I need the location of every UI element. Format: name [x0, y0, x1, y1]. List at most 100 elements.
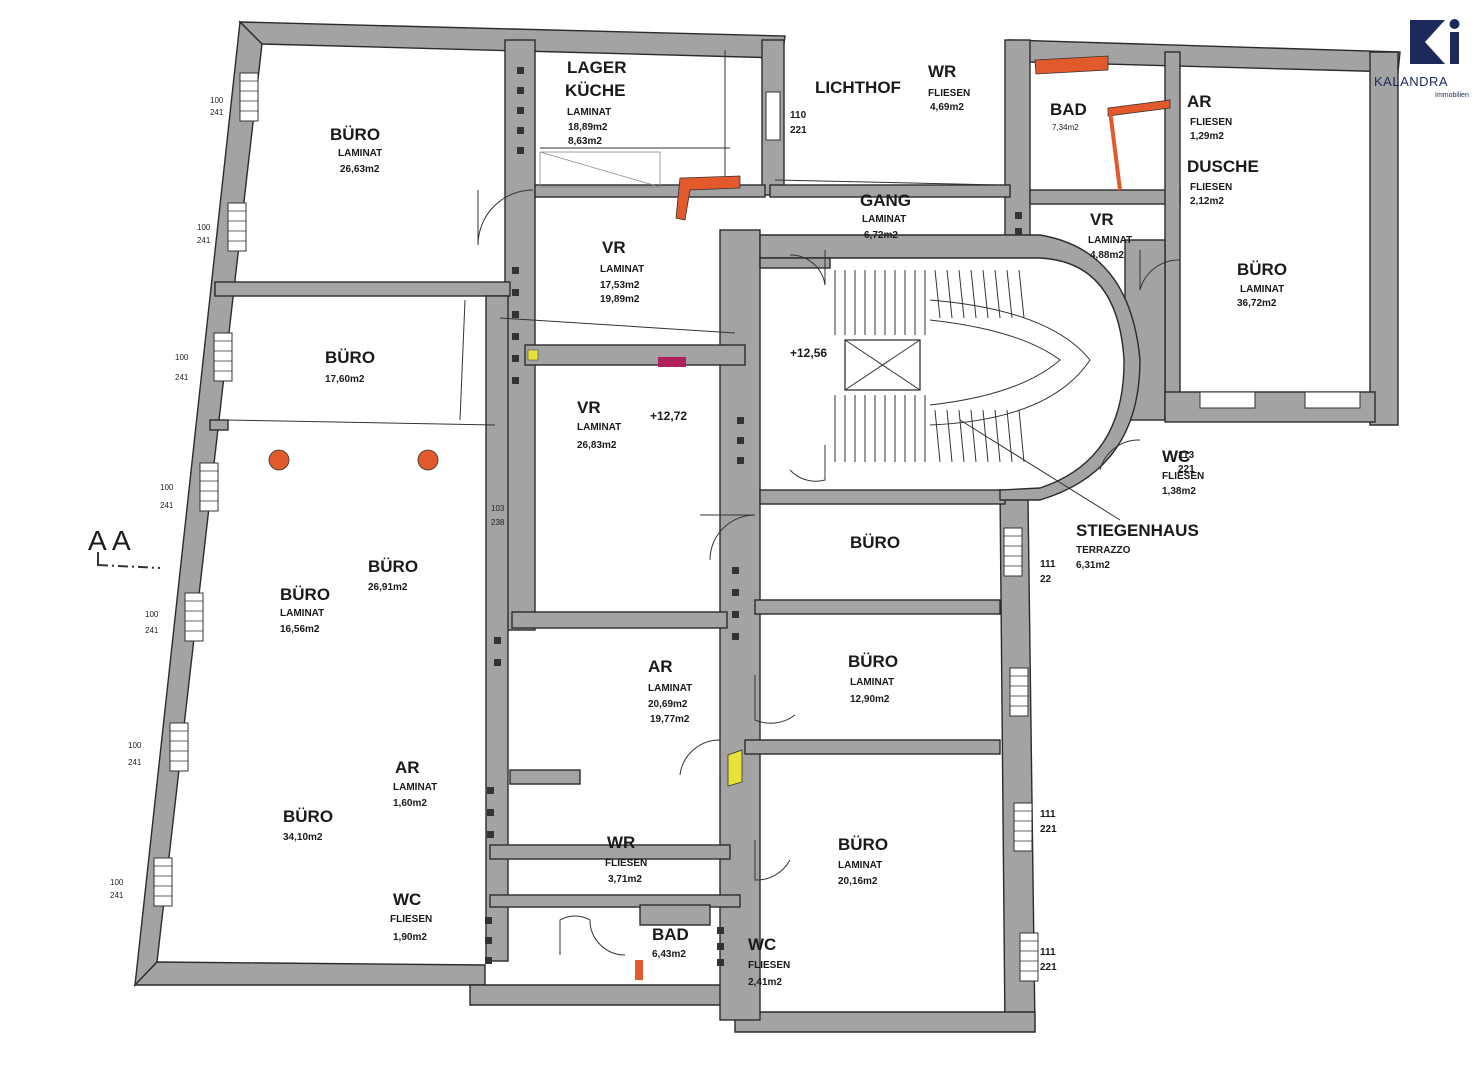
- room-name: AR: [395, 758, 420, 777]
- svg-text:111: 111: [1040, 559, 1056, 570]
- section-mark: A A: [88, 525, 161, 569]
- wall-marker: [517, 67, 524, 74]
- wall-marker: [487, 787, 494, 794]
- room-area: 36,72m2: [1237, 298, 1277, 309]
- wall-marker: [737, 437, 744, 444]
- room-area: 26,63m2: [340, 164, 380, 175]
- room-area: 6,72m2: [864, 230, 898, 241]
- wall-marker: [1015, 228, 1022, 235]
- wall-markers: [485, 67, 1022, 966]
- room-area: 3,71m2: [608, 874, 642, 885]
- wall-marker: [717, 959, 724, 966]
- wall-marker: [517, 147, 524, 154]
- room-floor: FLIESEN: [390, 914, 432, 925]
- room-name: WR: [607, 833, 635, 852]
- svg-text:241: 241: [197, 236, 211, 245]
- room-floor: LAMINAT: [1240, 284, 1284, 295]
- window: [169, 722, 189, 772]
- room-name: BÜRO: [1237, 260, 1287, 279]
- room-area: 4,69m2: [930, 102, 964, 113]
- room-area: 20,69m2: [648, 699, 688, 710]
- room-area: 6,43m2: [652, 949, 686, 960]
- doors: [477, 151, 1181, 956]
- room-floor: LAMINAT: [280, 608, 324, 619]
- wall-marker: [512, 333, 519, 340]
- svg-text:111: 111: [1040, 809, 1056, 820]
- window: [1009, 667, 1029, 717]
- window: [184, 592, 204, 642]
- wall-marker: [485, 957, 492, 964]
- wall-marker: [732, 633, 739, 640]
- room-name: BÜRO: [850, 533, 900, 552]
- room-name: LICHTHOF: [815, 78, 901, 97]
- room-area: 1,60m2: [393, 798, 427, 809]
- stair-tread: [958, 269, 965, 319]
- wall-marker: [517, 87, 524, 94]
- window: [239, 72, 259, 122]
- room-name: WC: [748, 935, 776, 954]
- room-area-2: 8,63m2: [568, 136, 602, 147]
- wall-marker: [517, 107, 524, 114]
- window: [1003, 527, 1023, 577]
- room-area: 18,89m2: [568, 122, 608, 133]
- room-area: 1,90m2: [393, 932, 427, 943]
- room-name: BÜRO: [283, 807, 333, 826]
- svg-text:241: 241: [110, 891, 124, 900]
- room-name: GANG: [860, 191, 911, 210]
- wall-marker: [732, 567, 739, 574]
- room-name: BÜRO: [368, 557, 418, 576]
- stair-tread: [1006, 269, 1013, 319]
- svg-text:100: 100: [110, 878, 124, 887]
- svg-text:241: 241: [128, 758, 142, 767]
- room-name: WC: [1162, 447, 1190, 466]
- room-name: STIEGENHAUS: [1076, 521, 1199, 540]
- level-mark: +12,56: [790, 346, 827, 360]
- wall-marker: [494, 637, 501, 644]
- stair-tread: [934, 269, 941, 319]
- room-name: VR: [577, 398, 601, 417]
- room-name: BÜRO: [330, 125, 380, 144]
- svg-text:110: 110: [790, 110, 807, 121]
- wall-marker: [717, 943, 724, 950]
- room-name: DUSCHE: [1187, 157, 1259, 176]
- level-mark: +12,72: [650, 409, 687, 423]
- room-area: 1,38m2: [1162, 486, 1196, 497]
- room-name: BAD: [652, 925, 689, 944]
- svg-text:100: 100: [210, 96, 224, 105]
- svg-text:238: 238: [491, 518, 505, 527]
- svg-text:100: 100: [128, 741, 142, 750]
- stair-tread: [970, 269, 977, 319]
- stair-tread: [946, 409, 953, 463]
- window: [765, 91, 781, 141]
- room-area: 4,88m2: [1090, 250, 1124, 261]
- window: [1199, 391, 1256, 409]
- room-name: VR: [1090, 210, 1114, 229]
- room-floor: LAMINAT: [577, 422, 621, 433]
- wall-marker: [517, 127, 524, 134]
- svg-text:241: 241: [160, 501, 174, 510]
- room-area: 26,91m2: [368, 582, 408, 593]
- svg-text:100: 100: [145, 610, 159, 619]
- room-floor: FLIESEN: [1190, 117, 1232, 128]
- room-floor: FLIESEN: [605, 858, 647, 869]
- room-floor: LAMINAT: [850, 677, 894, 688]
- room-floor: LAMINAT: [600, 264, 644, 275]
- stair-tread: [994, 269, 1001, 319]
- svg-text:221: 221: [1178, 464, 1195, 475]
- stair-tread: [1018, 269, 1025, 319]
- wall-marker: [737, 417, 744, 424]
- stair-tread: [994, 409, 1001, 463]
- room-area: 1,29m2: [1190, 131, 1224, 142]
- room-floor: LAMINAT: [862, 214, 906, 225]
- room-floor: LAMINAT: [567, 107, 611, 118]
- wall-marker: [512, 311, 519, 318]
- room-area: 34,10m2: [283, 832, 323, 843]
- room-name: AR: [1187, 92, 1212, 111]
- wall-marker: [485, 917, 492, 924]
- room-name: LAGER: [567, 58, 627, 77]
- room-area-2: 19,77m2: [650, 714, 690, 725]
- stair-tread: [934, 409, 941, 463]
- room-area: 16,56m2: [280, 624, 320, 635]
- wall-marker: [512, 355, 519, 362]
- room-floor: FLIESEN: [928, 88, 970, 99]
